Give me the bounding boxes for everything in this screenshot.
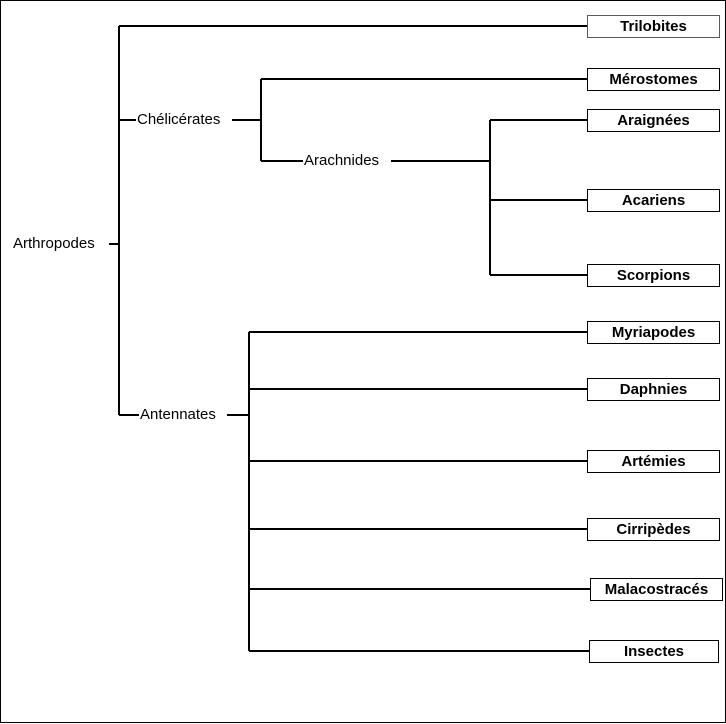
leaf-malacostraces: Malacostracés [590, 578, 723, 601]
node-chelicerates-label: Chélicérates [136, 111, 222, 129]
leaf-acariens: Acariens [587, 189, 720, 212]
leaf-insectes: Insectes [589, 640, 719, 663]
leaf-cirripedes: Cirripèdes [587, 518, 720, 541]
leaf-trilobites: Trilobites [587, 15, 720, 38]
leaf-merostomes: Mérostomes [587, 68, 720, 91]
leaf-scorpions: Scorpions [587, 264, 720, 287]
node-root-label: Arthropodes [12, 235, 96, 253]
leaf-artemies: Artémies [587, 450, 720, 473]
leaf-araignees: Araignées [587, 109, 720, 132]
node-arachnides-label: Arachnides [303, 152, 381, 170]
leaf-daphnies: Daphnies [587, 378, 720, 401]
leaf-myriapodes: Myriapodes [587, 321, 720, 344]
node-antennates-label: Antennates [139, 406, 217, 424]
